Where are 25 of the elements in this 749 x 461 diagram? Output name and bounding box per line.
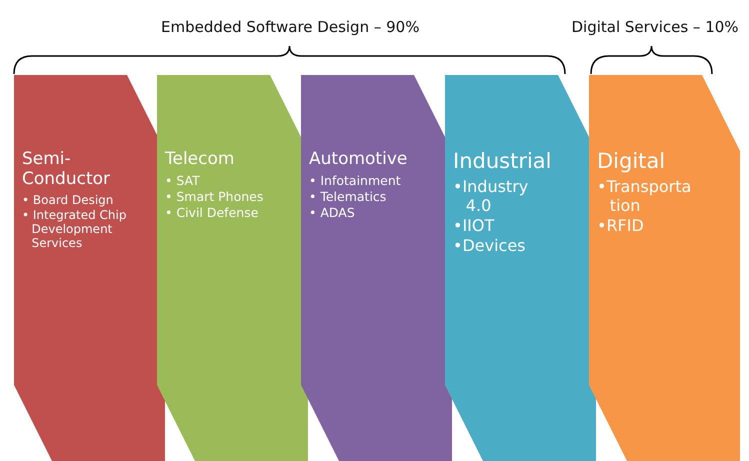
- category-heading: Semi-Conductor: [22, 149, 112, 189]
- brace-label: Embedded Software Design – 90%: [161, 18, 420, 36]
- bullet-item: • Civil Defense: [165, 205, 260, 220]
- bullet-item: •Transportation: [597, 177, 692, 215]
- category-heading: Industrial: [453, 149, 552, 173]
- category-heading: Telecom: [165, 149, 236, 169]
- bullet-item: • Integrated Chip Development Services: [22, 208, 128, 250]
- category-heading: Automotive: [309, 149, 408, 169]
- bullet-item: • ADAS: [309, 205, 356, 220]
- bullet-item: •Devices: [453, 236, 526, 255]
- bullet-item: •IIOT: [453, 216, 496, 235]
- chevron-panel: [445, 75, 596, 461]
- brace-label: Digital Services – 10%: [572, 18, 739, 36]
- bullet-item: •RFID: [597, 216, 645, 235]
- bullet-item: • Board Design: [22, 193, 114, 207]
- bullet-item: • Telematics: [309, 189, 388, 204]
- category-heading: Digital: [597, 149, 666, 173]
- bullet-item: • Infotainment: [309, 173, 402, 188]
- bullet-item: • Smart Phones: [165, 189, 264, 204]
- chevron-panel: [157, 75, 308, 461]
- bullet-item: •Industry 4.0: [453, 177, 530, 215]
- chevron-panel: [301, 75, 452, 461]
- bullet-item: • SAT: [165, 173, 201, 188]
- chevron-panel: [589, 75, 740, 461]
- chevron-panel: [14, 75, 165, 461]
